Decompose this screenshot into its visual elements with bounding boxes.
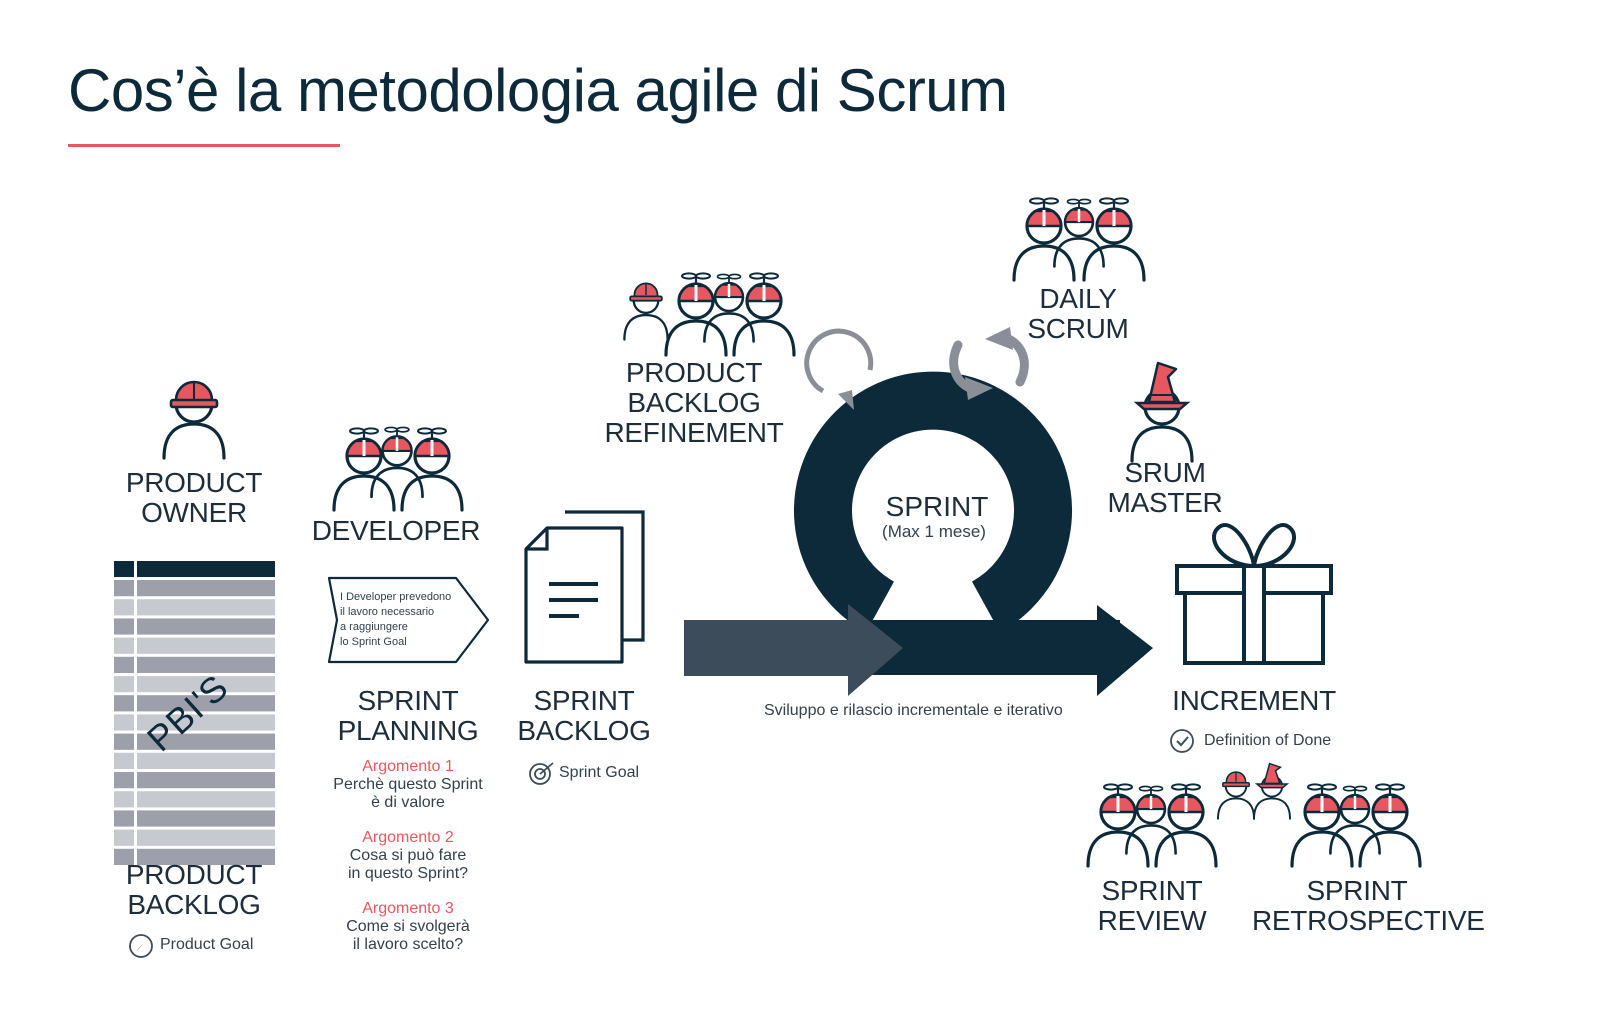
table-row: [137, 599, 275, 616]
topic-heading: Argomento 3: [362, 900, 454, 917]
table-row-index: [114, 733, 134, 750]
table-row-index: [114, 829, 134, 846]
product-owner-icon: [162, 380, 226, 460]
refresh-icon: [804, 328, 874, 410]
sprint-review-group-icon: [1088, 784, 1216, 866]
table-row-index: [114, 772, 134, 789]
title-underline: [68, 144, 340, 147]
sprint-goal-text: Sprint Goal: [559, 764, 640, 781]
table-row-index: [114, 714, 134, 731]
increment-label: INCREMENT: [1172, 685, 1336, 716]
table-row-index: [114, 810, 134, 827]
table-row-index: [114, 599, 134, 616]
page-title: Cos’è la metodologia agile di Scrum: [68, 57, 1008, 124]
cycle-arrows-icon: [949, 327, 1029, 400]
table-row: [137, 580, 275, 597]
table-header-cell: [137, 561, 275, 577]
developer-group-icon: [334, 427, 462, 510]
flow-caption: Sviluppo e rilascio incrementale e itera…: [764, 702, 1063, 719]
refinement-group-icon: [623, 273, 794, 355]
table-row: [137, 791, 275, 808]
product-backlog-table: [114, 561, 275, 865]
table-row: [137, 656, 275, 673]
table-header-cell: [114, 561, 134, 577]
table-row-index: [114, 580, 134, 597]
table-row-index: [114, 676, 134, 693]
table-row-index: [114, 618, 134, 635]
sprint-retrospective-group-icon: [1292, 784, 1420, 866]
target-icon: [529, 762, 554, 785]
gift-icon: [1175, 523, 1333, 665]
table-row: [137, 637, 275, 654]
table-row: [137, 848, 275, 865]
table-row-index: [114, 791, 134, 808]
sprint-input-arrow: [684, 604, 903, 696]
sprint-backlog-document-icon: [524, 510, 645, 664]
sprint-planning-arrow-box: [327, 576, 490, 664]
developer-label: DEVELOPER: [311, 515, 481, 546]
table-row: [137, 772, 275, 789]
table-row: [137, 810, 275, 827]
definition-of-done-text: Definition of Done: [1204, 732, 1332, 749]
topic-heading: Argomento 2: [362, 829, 454, 846]
check-circle-icon: [1170, 729, 1194, 753]
table-row-index: [114, 848, 134, 865]
compass-icon: [129, 934, 153, 958]
table-row: [137, 733, 275, 750]
table-row: [137, 618, 275, 635]
scrum-master-icon: [1130, 361, 1194, 463]
table-row-index: [114, 695, 134, 712]
daily-scrum-group-icon: [1014, 198, 1144, 280]
table-row: [137, 695, 275, 712]
table-row: [137, 676, 275, 693]
table-row: [137, 714, 275, 731]
owner-and-master-icon: [1217, 762, 1291, 820]
table-row: [137, 829, 275, 846]
table-row-index: [114, 752, 134, 769]
table-row-index: [114, 656, 134, 673]
sprint-label: SPRINT: [886, 491, 989, 522]
table-row-index: [114, 637, 134, 654]
main-flow-arrow: [880, 605, 1153, 696]
sprint-duration: (Max 1 mese): [882, 522, 986, 541]
topic-heading: Argomento 1: [362, 758, 454, 775]
product-goal-text: Product Goal: [160, 936, 254, 953]
table-row: [137, 752, 275, 769]
